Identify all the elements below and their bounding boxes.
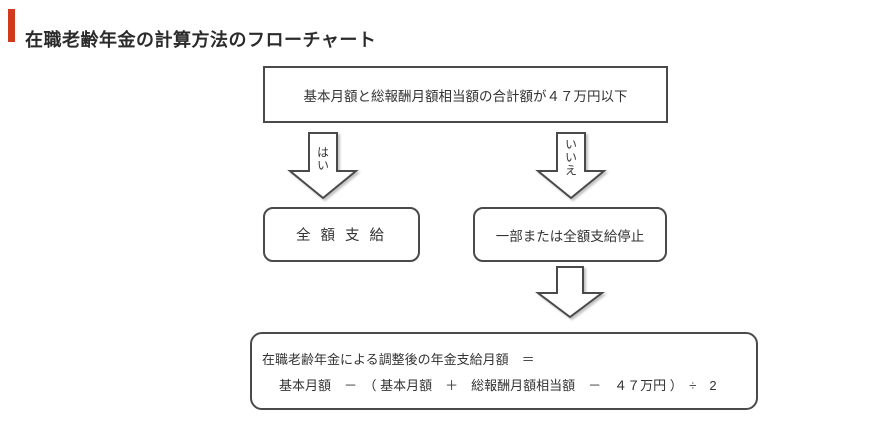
down-arrow-result-icon: [535, 266, 605, 319]
condition-box: 基本月額と総報酬月額相当額の合計額が４７万円以下: [263, 66, 668, 123]
formula-line-2: 基本月額 － （ 基本月額 ＋ 総報酬月額相当額 － ４７万円 ） ÷ 2: [279, 378, 717, 393]
result-full-payment-text: 全 額 支 給: [295, 228, 388, 244]
branch-no-label: いいえ: [563, 138, 578, 177]
title-accent-bar: [8, 9, 15, 42]
formula-box: 在職老齢年金による調整後の年金支給月額 ＝ 基本月額 － （ 基本月額 ＋ 総報…: [250, 332, 758, 410]
result-box-suspension: 一部または全額支給停止: [473, 207, 667, 262]
result-suspension-text: 一部または全額支給停止: [495, 228, 645, 244]
formula-line-1: 在職老齢年金による調整後の年金支給月額 ＝: [262, 352, 535, 367]
result-box-full-payment: 全 額 支 給: [263, 207, 420, 262]
branch-yes-label: はい: [315, 146, 330, 172]
condition-box-text: 基本月額と総報酬月額相当額の合計額が４７万円以下: [303, 88, 628, 104]
page-title: 在職老齢年金の計算方法のフローチャート: [25, 30, 377, 51]
